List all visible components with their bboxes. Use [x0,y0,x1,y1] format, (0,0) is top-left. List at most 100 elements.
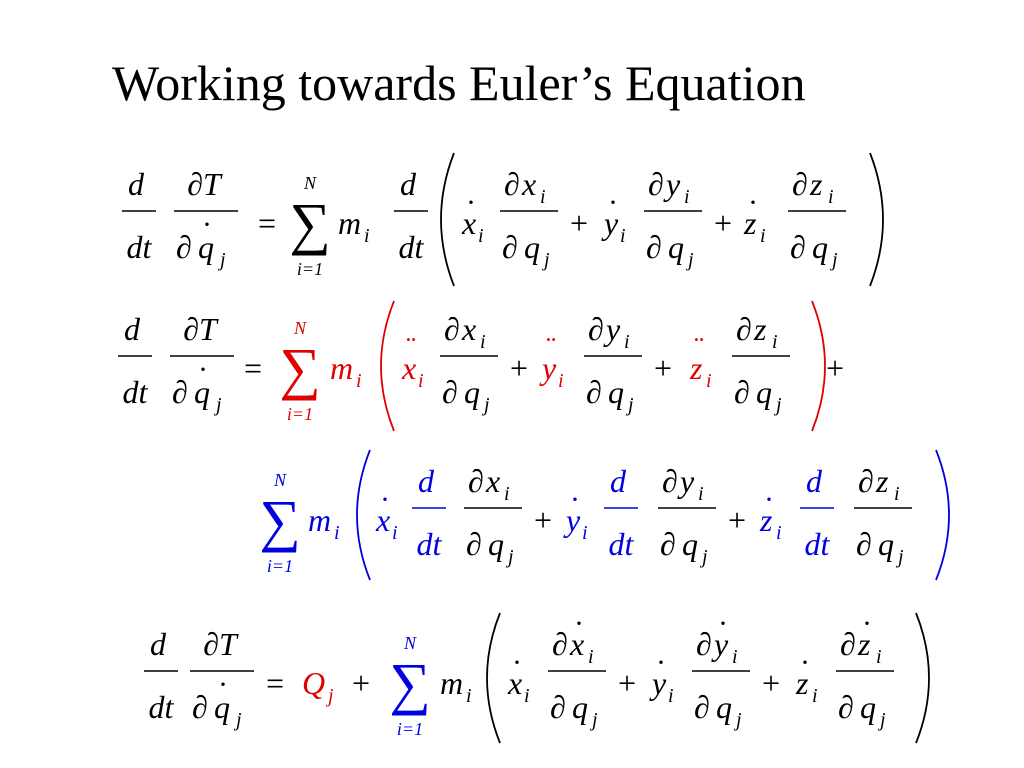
symbol-plus: + [570,205,588,241]
symbol-N: N [273,470,287,490]
double-dot-accent: ¨ [546,331,556,364]
symbol-d: d [400,166,417,202]
symbol-equals: = [244,350,262,386]
symbol-j: j [829,249,838,271]
symbol-y: y [603,311,621,347]
symbol-x: x [461,311,476,347]
symbol-partial: ∂ [648,166,664,202]
symbol-i: i [706,370,712,392]
symbol-plus: + [728,502,746,538]
right-paren [811,300,826,432]
symbol-z: z [875,463,889,499]
symbol-partial: ∂ [790,229,806,265]
dot-accent: · [198,353,208,386]
symbol-partial: ∂ [838,689,854,725]
symbol-q: q [878,526,894,562]
symbol-j: j [773,394,782,416]
symbol-i: i [894,483,900,505]
symbol-plus: + [352,665,370,701]
symbol-plus: + [762,665,780,701]
symbol-d: d [806,463,823,499]
symbol-z: z [759,502,773,538]
symbol-plus: + [714,205,732,241]
symbol-N: N [403,633,417,653]
right-paren [915,612,930,744]
symbol-i: i [620,225,626,247]
symbol-q: q [860,689,876,725]
right-paren [935,449,950,581]
symbol-dt: dt [609,526,635,562]
symbol-partial: ∂ [466,526,482,562]
symbol-z: z [809,166,823,202]
symbol-plus: + [534,502,552,538]
symbol-i_eq_1: i=1 [297,259,323,279]
symbol-j: j [213,394,222,416]
symbol-x: x [401,350,416,386]
symbol-partial: ∂ [442,374,458,410]
symbol-y: y [563,502,581,538]
symbol-q: q [756,374,772,410]
symbol-z: z [857,626,871,662]
slide-title: Working towards Euler’s Equation [112,55,806,111]
symbol-q: q [194,374,210,410]
symbol-partial: ∂ [588,311,604,347]
symbol-plus: + [618,665,636,701]
dot-accent: · [718,607,728,640]
symbol-z: z [753,311,767,347]
symbol-y: y [663,166,681,202]
symbol-partial: ∂ [176,229,192,265]
symbol-q: q [524,229,540,265]
symbol-partial: ∂ [840,626,856,662]
symbol-i: i [732,646,738,668]
symbol-z: z [689,350,703,386]
symbol-i: i [582,522,588,544]
symbol-d: d [150,626,167,662]
dot-accent: · [466,186,476,219]
symbol-i: i [828,186,834,208]
symbol-partial: ∂ [502,229,518,265]
symbol-partial_T: ∂T [187,166,223,202]
symbol-partial: ∂ [694,689,710,725]
symbol-i: i [776,522,782,544]
symbol-z: z [743,205,757,241]
symbol-i_eq_1: i=1 [287,404,313,424]
symbol-i: i [504,483,510,505]
symbol-N: N [293,318,307,338]
dot-accent: · [748,186,758,219]
symbol-i: i [540,186,546,208]
left-paren [356,449,371,581]
symbol-i: i [392,522,398,544]
symbol-i: i [356,370,362,392]
symbol-partial: ∂ [858,463,874,499]
symbol-q: q [608,374,624,410]
symbol-sigma: ∑ [279,336,320,401]
symbol-j: j [481,394,490,416]
symbol-i: i [364,225,370,247]
symbol-i: i [588,646,594,668]
symbol-i: i [558,370,564,392]
symbol-m: m [440,665,463,701]
symbol-plus: + [510,350,528,386]
symbol-q: q [572,689,588,725]
symbol-j: j [877,709,886,731]
symbol-j: j [541,249,550,271]
symbol-d: d [610,463,627,499]
symbol-j: j [505,546,514,568]
symbol-partial: ∂ [792,166,808,202]
symbol-partial: ∂ [586,374,602,410]
symbol-partial_T: ∂T [183,311,219,347]
symbol-j: j [217,249,226,271]
symbol-i: i [698,483,704,505]
symbol-i_eq_1: i=1 [267,556,293,576]
dot-accent: · [764,483,774,516]
symbol-x: x [461,205,476,241]
symbol-partial: ∂ [646,229,662,265]
symbol-d: d [128,166,145,202]
symbol-y: y [601,205,619,241]
symbol-j: j [625,394,634,416]
symbol-i: i [772,331,778,353]
dot-accent: · [202,208,212,241]
symbol-x: x [485,463,500,499]
symbol-partial: ∂ [192,689,208,725]
